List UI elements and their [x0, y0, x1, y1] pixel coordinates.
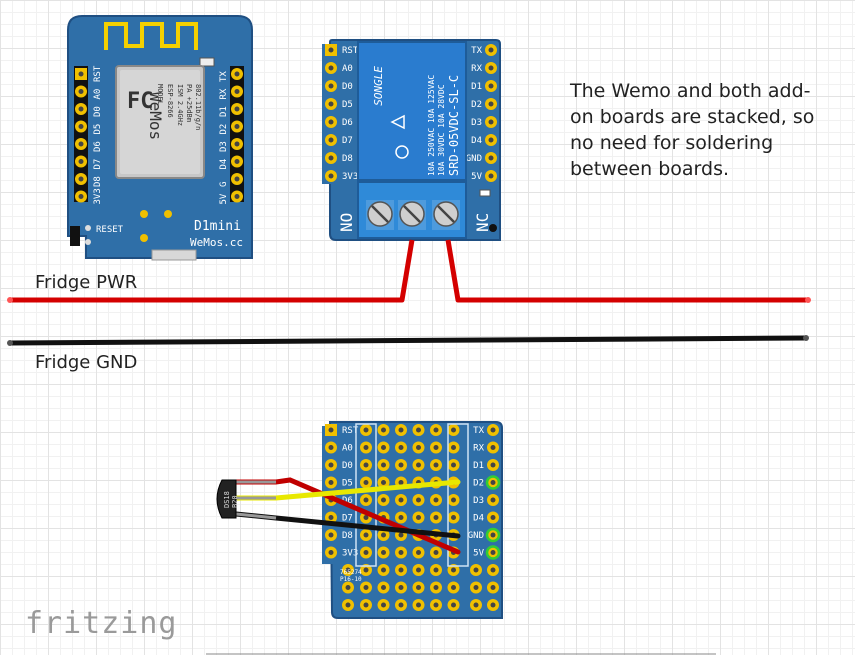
ds18b20-sensor: DS18 B20 — [216, 479, 239, 519]
module-text-4: PA +25dBm — [185, 84, 193, 122]
reset-label: RESET — [96, 225, 124, 235]
board-name: D1mini — [194, 219, 241, 234]
pin-label: D4 — [471, 136, 482, 146]
pin-label: 5V — [219, 193, 229, 204]
pin-label: D2 — [471, 100, 482, 110]
pin-label: D2 — [473, 479, 484, 489]
board-brand: WeMos.cc — [190, 236, 243, 249]
fridge-pwr-wire-right[interactable] — [445, 239, 808, 303]
pin-label: TX — [473, 426, 484, 436]
relay-brand: SONGLE — [372, 66, 385, 106]
pin-label: G — [219, 182, 229, 187]
antenna-trace — [104, 22, 198, 50]
pin-label: A0 — [93, 89, 103, 100]
pin-label: D7 — [342, 136, 353, 146]
pin-label: D6 — [93, 141, 103, 152]
pin-label: RX — [471, 64, 482, 74]
pin-label: GND — [468, 531, 484, 541]
pin-label: D8 — [342, 154, 353, 164]
power-wires — [7, 239, 811, 346]
pin-label: 3V3 — [93, 188, 103, 204]
pin-label: RX — [473, 444, 484, 454]
pin-label: D0 — [93, 106, 103, 117]
relay-model: SRD-05VDC-SL-C — [447, 75, 461, 176]
pin-label: D1 — [219, 106, 229, 117]
fcc-mark: FC — [127, 89, 154, 114]
pin-label: D6 — [342, 496, 353, 506]
relay-body — [357, 41, 467, 181]
pin-label: D1 — [473, 461, 484, 471]
pin-label: D3 — [219, 141, 229, 152]
proto-silk-2: P16-10 — [340, 576, 362, 583]
pin-label: D0 — [342, 82, 353, 92]
pin-label: TX — [471, 46, 482, 56]
pin-label: D6 — [342, 118, 353, 128]
module-text-3: ISM 2.4GHz — [176, 84, 184, 126]
pin-label: 3V3 — [342, 172, 358, 182]
reset-button[interactable] — [70, 226, 80, 246]
fridge-pwr-label: Fridge PWR — [35, 272, 138, 293]
module-text-5: 802.11b/g/n — [194, 84, 202, 130]
pin-label: 5V — [471, 172, 482, 182]
pin-label: TX — [219, 71, 229, 82]
left-header — [74, 66, 88, 202]
sensor-label-1: DS18 — [223, 491, 231, 508]
fridge-gnd-label: Fridge GND — [35, 352, 138, 373]
relay-rating-2: 10A 30VDC 10A 28VDC — [437, 84, 446, 176]
pin-label: D7 — [342, 514, 353, 524]
pin-label: 5V — [473, 549, 484, 559]
pin-label: D8 — [342, 531, 353, 541]
fritzing-watermark: fritzing — [25, 606, 178, 641]
pin-label: D7 — [93, 159, 103, 170]
pin-label: 3V3 — [342, 549, 358, 559]
usb-connector — [151, 249, 197, 261]
pin-label: D3 — [473, 496, 484, 506]
pin-label: A0 — [342, 444, 353, 454]
pin-label: GND — [466, 154, 482, 164]
wemos-logo: WeMos — [146, 92, 165, 140]
module-text-2: ESP-8266 — [166, 84, 174, 118]
right-header — [230, 66, 244, 202]
pin-label: RST — [342, 426, 359, 436]
sensor-wires — [233, 477, 461, 555]
pin-label: RST — [93, 65, 103, 82]
relay-rating-1: 10A 250VAC 10A 125VAC — [427, 75, 436, 176]
pin-label: D8 — [93, 176, 103, 187]
pin-label: D4 — [219, 159, 229, 170]
fridge-pwr-wire-left[interactable] — [10, 239, 415, 303]
wemos-d1-mini-board: FC WeMos MODEL ESP-8266 ISM 2.4GHz PA +2… — [67, 15, 253, 261]
proto-silk-1: 765274 — [340, 569, 362, 576]
pin-label: D0 — [342, 461, 353, 471]
terminal-nc-label: NC — [473, 213, 492, 232]
pin-label: A0 — [342, 64, 353, 74]
pin-label: D5 — [93, 124, 103, 135]
pin-label: D3 — [471, 118, 482, 128]
pin-label: D4 — [473, 514, 484, 524]
pin-label: RX — [219, 88, 229, 99]
stacking-note: The Wemo and both add-on boards are stac… — [570, 80, 815, 180]
pin-label: D2 — [219, 124, 229, 135]
pin-label: D5 — [342, 100, 353, 110]
pin-label: RST — [342, 46, 359, 56]
module-text-1: MODEL — [156, 84, 164, 105]
terminal-no-label: NO — [337, 213, 356, 232]
sensor-label-2: B20 — [231, 495, 239, 508]
pin-label: D5 — [342, 479, 353, 489]
pin-label: D1 — [471, 82, 482, 92]
fridge-gnd-wire[interactable] — [9, 335, 807, 346]
